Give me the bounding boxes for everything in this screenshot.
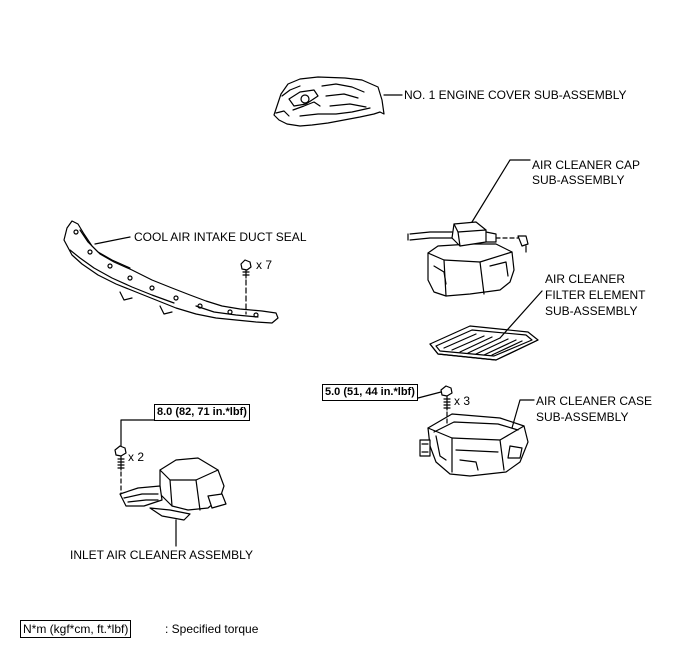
filter-element-label-line1: AIR CLEANER bbox=[545, 272, 626, 286]
leader-cap bbox=[471, 159, 531, 223]
filter-element-label-line2: FILTER ELEMENT bbox=[545, 288, 646, 302]
leader-duct-seal bbox=[94, 236, 131, 245]
filter-element-label-line3: SUB-ASSEMBLY bbox=[545, 304, 638, 318]
inlet-torque-spec: 8.0 (82, 71 in.*lbf) bbox=[154, 404, 250, 421]
legend-description: : Specified torque bbox=[165, 622, 259, 636]
duct-seal-label: COOL AIR INTAKE DUCT SEAL bbox=[134, 230, 307, 244]
air-cleaner-case-label-line1: AIR CLEANER CASE bbox=[536, 394, 653, 408]
leader-case bbox=[511, 399, 535, 429]
air-cleaner-cap-label-line2: SUB-ASSEMBLY bbox=[532, 173, 625, 187]
torque-leader-case bbox=[417, 391, 442, 399]
leader-filter bbox=[499, 290, 543, 339]
clip-quantity: x 7 bbox=[256, 258, 273, 272]
engine-cover-label: NO. 1 ENGINE COVER SUB-ASSEMBLY bbox=[404, 88, 627, 102]
inlet-air-cleaner-drawing bbox=[119, 457, 227, 521]
inlet-bolt-quantity: x 2 bbox=[128, 450, 145, 464]
air-cleaner-cap-drawing bbox=[407, 221, 529, 297]
inlet-air-cleaner-label: INLET AIR CLEANER ASSEMBLY bbox=[70, 548, 253, 562]
duct-seal-drawing bbox=[63, 220, 279, 324]
clip-drawing bbox=[240, 259, 252, 315]
case-torque-spec: 5.0 (51, 44 in.*lbf) bbox=[322, 384, 418, 401]
torque-leader-inlet bbox=[120, 419, 155, 447]
air-cleaner-cap-label-line1: AIR CLEANER CAP bbox=[532, 158, 641, 172]
case-bolt-quantity: x 3 bbox=[454, 394, 471, 408]
air-cleaner-case-label-line2: SUB-ASSEMBLY bbox=[536, 410, 629, 424]
case-bolt-drawing bbox=[440, 385, 453, 425]
filter-element-drawing bbox=[429, 325, 539, 361]
engine-cover-drawing bbox=[273, 76, 385, 127]
air-cleaner-case-drawing bbox=[419, 413, 529, 477]
legend-unit-box: N*m (kgf*cm, ft.*lbf) bbox=[20, 620, 132, 638]
inlet-bolt-drawing bbox=[114, 445, 127, 495]
